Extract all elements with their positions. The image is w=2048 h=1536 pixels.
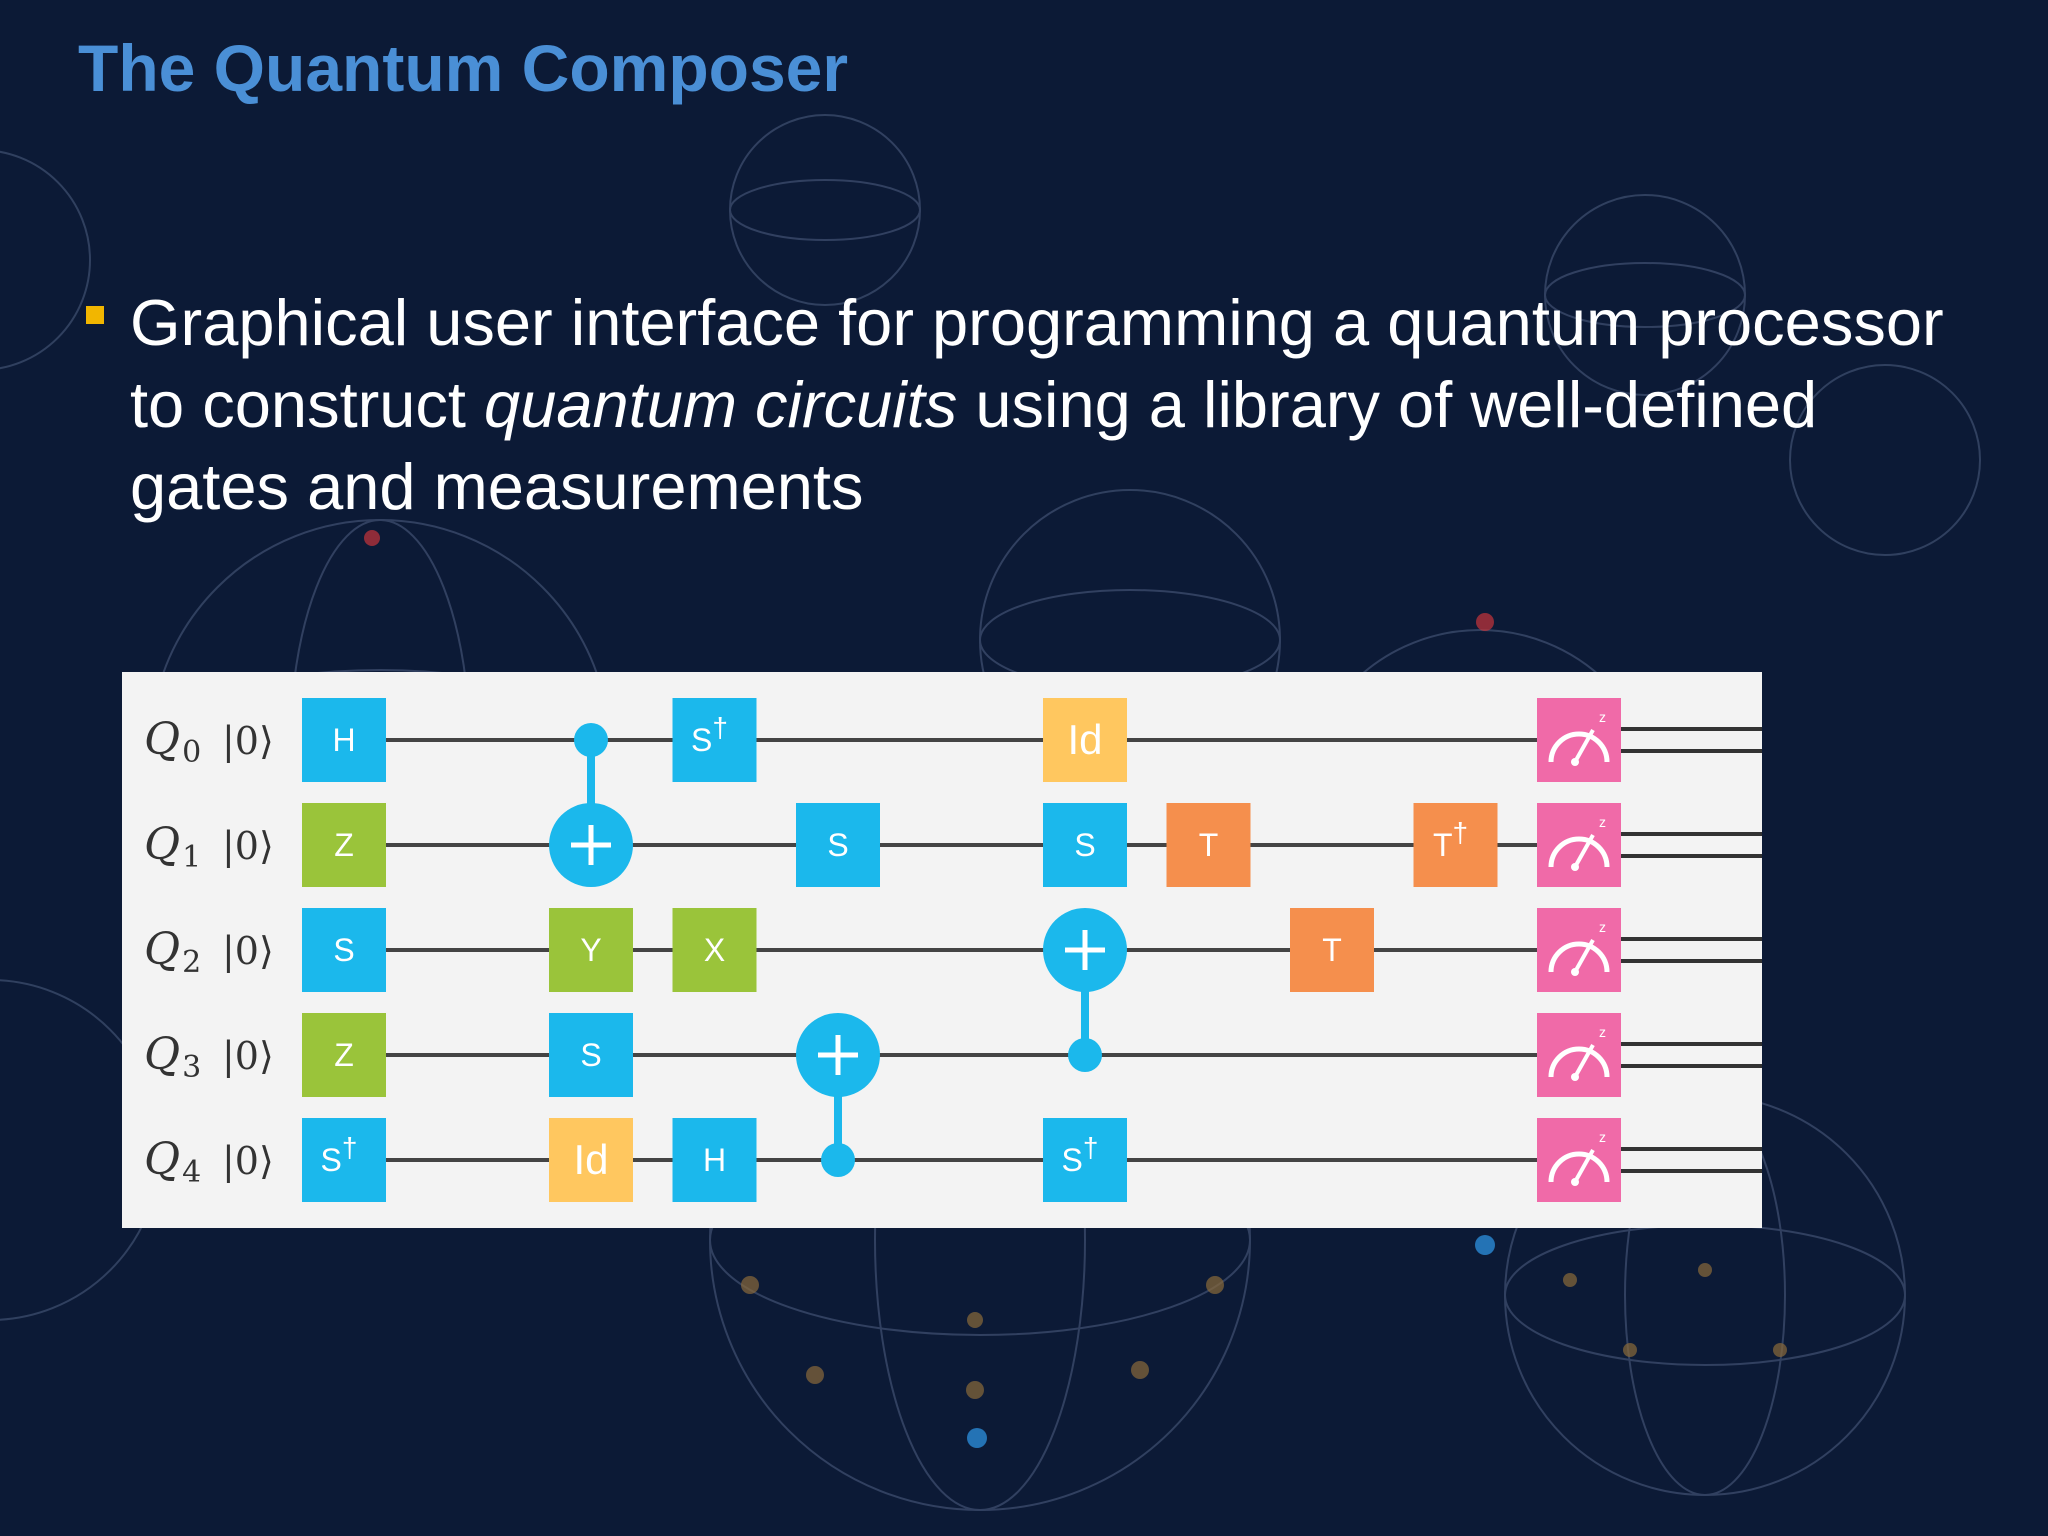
measurement-basis: z [1599,814,1606,830]
gate-box [1413,803,1498,887]
gate-box [672,1118,757,1202]
gate-box [1043,1118,1127,1202]
meter-pivot-icon [1571,863,1579,871]
gate-box [302,1118,386,1202]
meter-arc-icon [1548,941,1610,973]
qubit-label: Q0 [144,714,201,770]
meter-pivot-icon [1571,1073,1579,1081]
gate-box [549,1118,633,1202]
meter-arc-icon [1548,1151,1610,1183]
gate-label: H [332,722,355,758]
gate-box [302,908,386,992]
meter-needle-icon [1573,1044,1595,1078]
gate-label: Z [334,1037,354,1073]
meter-arc-icon [1548,731,1610,763]
meter-arc-icon [1548,1046,1610,1078]
meter-needle-icon [1573,729,1595,763]
gate-dagger: † [1452,817,1468,848]
gate-dagger: † [342,1132,358,1163]
gate-label: Id [1067,716,1102,763]
gate-box [549,1013,633,1097]
gate-box [302,1013,386,1097]
qubit-index: 3 [182,1050,201,1085]
gate-dagger: † [1083,1132,1099,1163]
gate-box [302,803,386,887]
qubit-index: 2 [182,945,201,980]
meter-needle-icon [1573,939,1595,973]
measurement-basis: z [1599,1129,1606,1145]
gate-box [672,698,757,782]
cnot-control-dot [1068,1038,1102,1072]
gate-dagger: † [712,712,728,743]
qubit-label: Q1 [144,819,201,875]
qubit-initial-state: |0⟩ [222,1034,274,1078]
gate-label: S [333,932,354,968]
bullet-marker [86,306,104,324]
meter-needle-icon [1573,1149,1595,1183]
measurement-gate [1537,698,1621,782]
gate-label: S [827,827,848,863]
gate-box [796,803,880,887]
cnot-control-dot [821,1143,855,1177]
meter-pivot-icon [1571,758,1579,766]
qubit-initial-state: |0⟩ [222,824,274,868]
gate-label: Z [334,827,354,863]
bullet-text-emphasis: quantum circuits [484,368,958,441]
gate-label: S [1074,827,1095,863]
cnot-control-dot [574,723,608,757]
measurement-gate [1537,1013,1621,1097]
measurement-gate [1537,1118,1621,1202]
gate-box [1166,803,1251,887]
gate-box [672,908,757,992]
meter-pivot-icon [1571,968,1579,976]
meter-needle-icon [1573,834,1595,868]
gate-box [1043,698,1127,782]
qubit-initial-state: |0⟩ [222,929,274,973]
gate-label: S [580,1037,601,1073]
gate-label: Id [573,1136,608,1183]
bullet-text-start: Graphical user interface for programming… [130,286,1944,441]
gate-label: T [1322,932,1342,968]
gate-box [1290,908,1374,992]
measurement-basis: z [1599,919,1606,935]
gate-label: H [703,1142,726,1178]
gate-box [302,698,386,782]
meter-pivot-icon [1571,1178,1579,1186]
qubit-label: Q4 [144,1134,201,1190]
measurement-gate [1537,803,1621,887]
gate-label: Y [580,932,601,968]
meter-arc-icon [1548,836,1610,868]
bullet-text-end: using a library of well-defined gates an… [130,368,1818,523]
qubit-initial-state: |0⟩ [222,719,274,763]
measurement-basis: z [1599,1024,1606,1040]
qubit-index: 0 [182,735,201,770]
measurement-gate [1537,908,1621,992]
slide-title: The Quantum Composer [78,31,849,105]
gate-box [549,908,633,992]
measurement-basis: z [1599,709,1606,725]
gate-box [1043,803,1127,887]
gate-label: X [704,932,725,968]
qubit-label: Q2 [144,924,201,980]
qubit-index: 4 [182,1155,201,1190]
qubit-initial-state: |0⟩ [222,1139,274,1183]
qubit-label: Q3 [144,1029,201,1085]
qubit-index: 1 [182,840,201,875]
bullet-text: Graphical user interface for programming… [130,282,1950,528]
gate-label: T [1199,827,1219,863]
